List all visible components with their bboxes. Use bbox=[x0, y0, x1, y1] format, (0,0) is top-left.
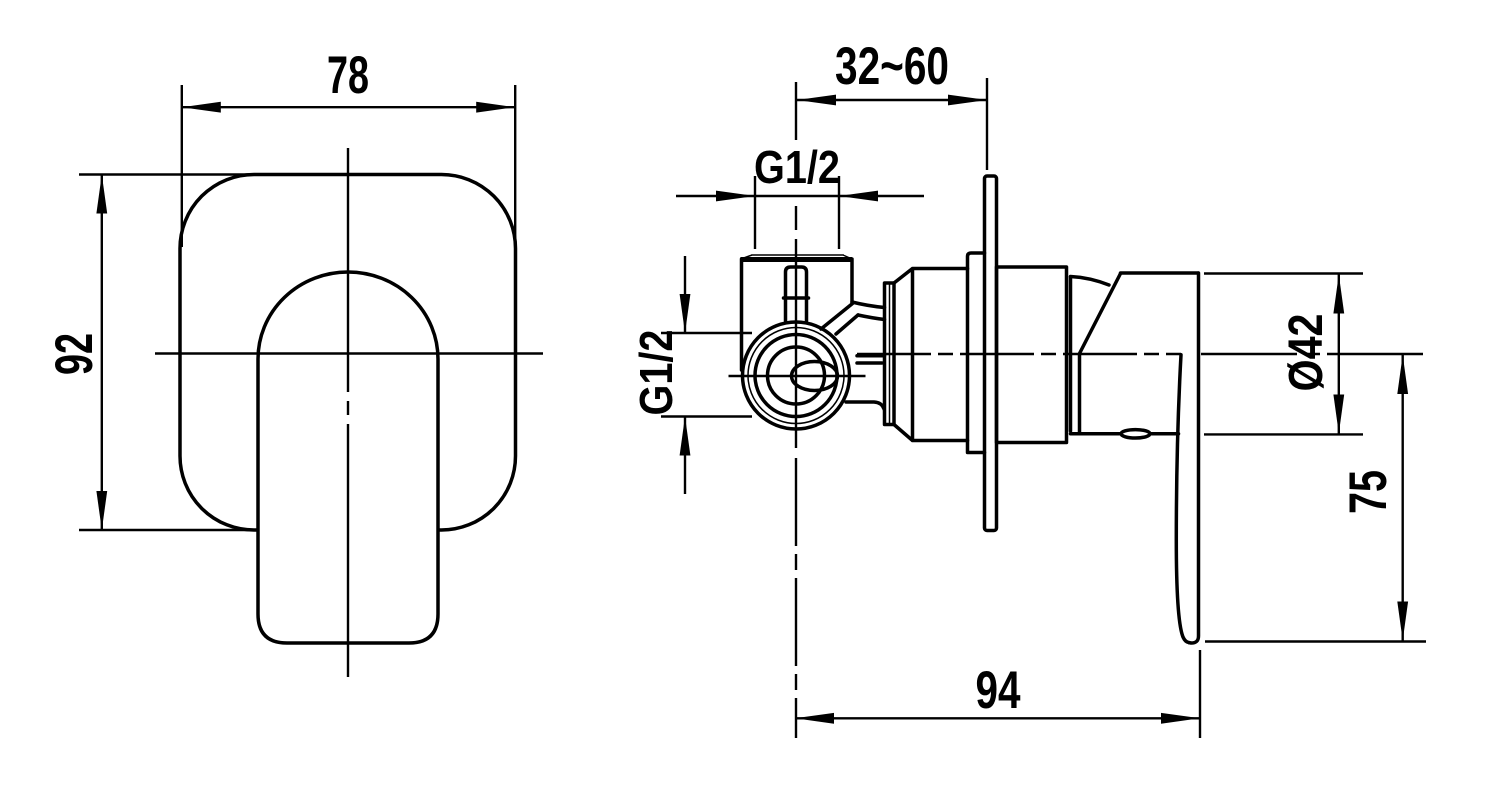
dim-g12top-extension-lines bbox=[753, 176, 841, 249]
dim-g12side-extension-lines bbox=[661, 331, 752, 418]
dim-78-arrow-right bbox=[476, 101, 516, 113]
lever-blade bbox=[1174, 271, 1201, 645]
dim-handle-drop: 75 bbox=[1205, 354, 1426, 643]
handle-base bbox=[994, 265, 1200, 445]
body-neck bbox=[819, 300, 887, 336]
dim-78-extension-lines bbox=[180, 85, 517, 247]
outlet-channel-bottom bbox=[844, 400, 886, 411]
side-centerlines bbox=[794, 82, 1427, 738]
side-inlet-port bbox=[728, 320, 887, 431]
set-screw-ellipse bbox=[1119, 427, 1152, 440]
dim-plate-width: 78 bbox=[180, 46, 517, 247]
outlet-channel-lines bbox=[855, 354, 887, 365]
cartridge-housing bbox=[882, 251, 987, 455]
blade-left-edge bbox=[1174, 353, 1191, 645]
dim-92-extension-lines bbox=[79, 173, 266, 532]
side-view: 32~60 G1/2 G1/2 Ø42 bbox=[630, 37, 1427, 738]
dim-d42-extension-lines bbox=[1204, 272, 1363, 436]
dim-wall-depth: 32~60 bbox=[797, 37, 989, 170]
dim-94-label: 94 bbox=[976, 661, 1021, 720]
dim-d42-arrow-bottom bbox=[1333, 394, 1345, 434]
dim-g12top-arrow-right bbox=[839, 190, 878, 202]
dim-handle-diameter: Ø42 bbox=[1204, 272, 1363, 436]
front-view: 78 92 bbox=[45, 46, 543, 677]
dim-92-label: 92 bbox=[45, 333, 104, 375]
dim-g12side-arrow-bottom bbox=[679, 416, 691, 456]
dim-3260-arrow-right bbox=[948, 94, 987, 106]
dim-d42-label: Ø42 bbox=[1280, 314, 1333, 392]
blade-right-edge bbox=[1187, 271, 1201, 645]
dim-d42-arrow-top bbox=[1333, 274, 1345, 314]
dim-side-inlet: G1/2 bbox=[630, 256, 752, 494]
dim-3260-arrow-left bbox=[797, 94, 836, 106]
dim-78-arrow-left bbox=[181, 101, 221, 113]
dim-projection: 94 bbox=[795, 650, 1202, 738]
dim-75-arrow-top bbox=[1397, 355, 1409, 394]
dim-plate-height: 92 bbox=[45, 173, 266, 532]
neck-bottom-line bbox=[856, 313, 887, 322]
dim-3260-label: 32~60 bbox=[835, 37, 949, 96]
dim-75-label: 75 bbox=[1339, 470, 1398, 514]
dim-g12top-arrow-left bbox=[716, 190, 755, 202]
dim-75-arrow-bottom bbox=[1397, 601, 1409, 641]
mounting-collar bbox=[965, 251, 987, 455]
hub-top-curve bbox=[1068, 274, 1111, 287]
dim-top-inlet: G1/2 bbox=[676, 141, 924, 249]
neck-top-line bbox=[850, 300, 887, 310]
diagonal-pipe-outer bbox=[819, 301, 855, 331]
diagonal-pipe-inner bbox=[834, 313, 860, 336]
dim-78-label: 78 bbox=[327, 46, 369, 105]
dim-g12side-label: G1/2 bbox=[630, 330, 682, 416]
dim-g12side-arrow-top bbox=[679, 294, 691, 333]
dim-94-arrow-left bbox=[795, 712, 834, 724]
dim-92-arrow-bottom bbox=[96, 491, 108, 530]
dim-g12top-label: G1/2 bbox=[754, 141, 840, 193]
dim-92-arrow-top bbox=[96, 174, 108, 214]
dim-94-arrow-right bbox=[1161, 712, 1200, 724]
